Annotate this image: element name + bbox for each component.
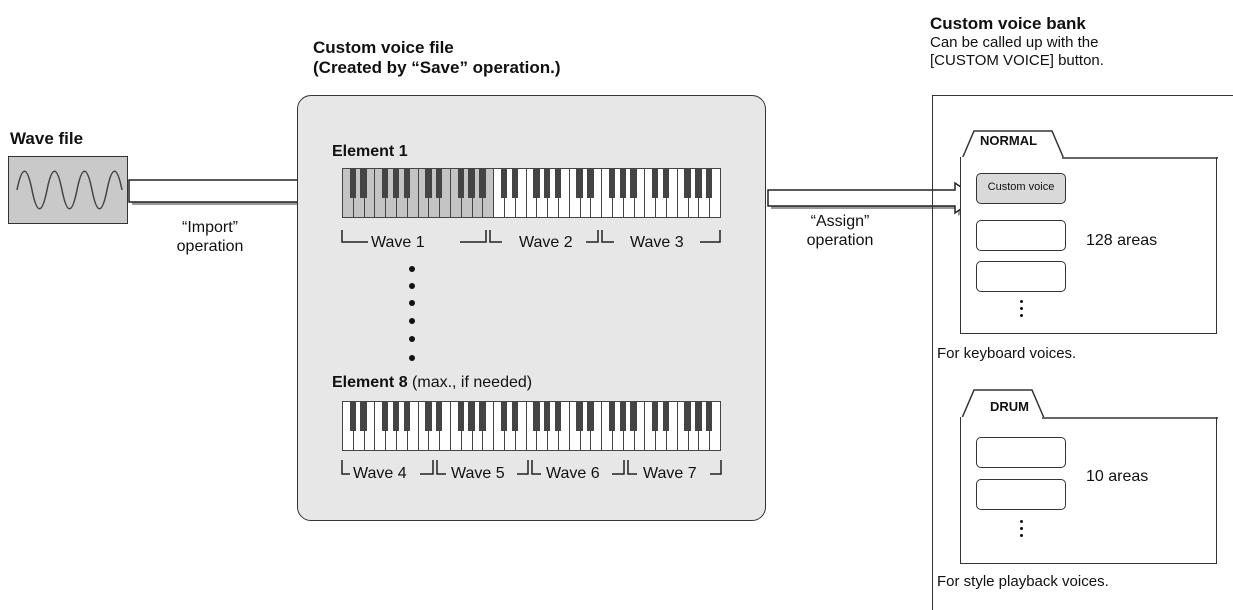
element-8-label: Element 8 (max., if needed) bbox=[332, 374, 533, 391]
black-key bbox=[435, 168, 443, 198]
element-1-keyboard bbox=[342, 168, 721, 218]
black-key bbox=[662, 401, 670, 431]
normal-area-slot[interactable] bbox=[976, 261, 1066, 292]
drum-area-slot[interactable] bbox=[976, 479, 1066, 510]
wave-2-label: Wave 2 bbox=[519, 234, 573, 251]
import-operation-label: “Import” operation bbox=[176, 219, 244, 255]
normal-folder-tab bbox=[961, 130, 1065, 160]
wave-3-label: Wave 3 bbox=[630, 234, 684, 251]
drum-caption: For style playback voices. bbox=[937, 573, 1109, 590]
black-key bbox=[349, 168, 357, 198]
black-key bbox=[500, 401, 508, 431]
black-key bbox=[403, 401, 411, 431]
normal-areas-label: 128 areas bbox=[1086, 232, 1158, 249]
black-key bbox=[651, 168, 659, 198]
black-key bbox=[533, 168, 540, 198]
element-8-keyboard bbox=[342, 401, 721, 451]
drum-areas-label: 10 areas bbox=[1086, 468, 1149, 485]
black-key bbox=[705, 168, 713, 198]
black-key bbox=[349, 401, 357, 431]
black-key bbox=[468, 401, 475, 431]
import-arrow bbox=[128, 170, 347, 213]
black-key bbox=[360, 168, 367, 198]
drum-more-dots bbox=[1020, 520, 1024, 541]
element-1-label: Element 1 bbox=[332, 143, 408, 160]
wave-6-label: Wave 6 bbox=[546, 465, 600, 482]
black-key bbox=[651, 401, 659, 431]
custom-voice-bank-frame bbox=[932, 95, 1233, 610]
drum-tab-label: DRUM bbox=[990, 399, 1029, 414]
black-key bbox=[543, 168, 551, 198]
black-key bbox=[533, 401, 540, 431]
wave-file-label: Wave file bbox=[10, 129, 84, 148]
wave-file-icon bbox=[8, 156, 128, 224]
black-key bbox=[403, 168, 411, 198]
assign-arrow bbox=[767, 181, 980, 216]
bank-title: Custom voice bank bbox=[930, 14, 1086, 33]
voice-file-title: Custom voice file (Created by “Save” ope… bbox=[313, 38, 561, 77]
black-key bbox=[684, 401, 691, 431]
black-key bbox=[381, 168, 389, 198]
black-key bbox=[608, 168, 616, 198]
black-key bbox=[630, 168, 637, 198]
black-key bbox=[500, 168, 508, 198]
wave-4-label: Wave 4 bbox=[353, 465, 407, 482]
normal-tab-label: NORMAL bbox=[980, 133, 1038, 148]
black-key bbox=[576, 401, 583, 431]
element-8-wave-brackets bbox=[341, 460, 722, 475]
black-key bbox=[511, 168, 519, 198]
black-key bbox=[435, 401, 443, 431]
black-key bbox=[511, 401, 519, 431]
black-key bbox=[543, 401, 551, 431]
black-key bbox=[468, 168, 475, 198]
bank-subtitle: Can be called up with the [CUSTOM VOICE]… bbox=[930, 34, 1104, 69]
wave-7-label: Wave 7 bbox=[643, 465, 697, 482]
normal-caption: For keyboard voices. bbox=[937, 345, 1077, 362]
black-key bbox=[360, 401, 367, 431]
black-key bbox=[587, 168, 594, 198]
custom-voice-slot[interactable]: Custom voice bbox=[976, 173, 1066, 204]
drum-folder-top-edge bbox=[1042, 417, 1218, 419]
black-key bbox=[608, 401, 616, 431]
black-key bbox=[479, 401, 486, 431]
drum-folder-tab bbox=[961, 389, 1045, 419]
black-key bbox=[457, 168, 465, 198]
black-key bbox=[392, 168, 400, 198]
black-key bbox=[587, 401, 594, 431]
black-key bbox=[554, 401, 562, 431]
normal-folder-top-edge bbox=[1062, 157, 1218, 159]
black-key bbox=[630, 401, 637, 431]
wave-5-label: Wave 5 bbox=[451, 465, 505, 482]
wave-1-label: Wave 1 bbox=[371, 234, 425, 251]
black-key bbox=[425, 401, 432, 431]
black-key bbox=[576, 168, 583, 198]
black-key bbox=[684, 168, 691, 198]
black-key bbox=[554, 168, 562, 198]
black-key bbox=[457, 401, 465, 431]
black-key bbox=[479, 168, 486, 198]
black-key bbox=[619, 168, 627, 198]
black-key bbox=[705, 401, 713, 431]
black-key bbox=[619, 401, 627, 431]
black-key bbox=[381, 401, 389, 431]
drum-area-slot[interactable] bbox=[976, 437, 1066, 468]
black-key bbox=[392, 401, 400, 431]
black-key bbox=[425, 168, 432, 198]
element-1-wave-brackets bbox=[341, 230, 721, 243]
normal-more-dots bbox=[1020, 300, 1024, 321]
black-key bbox=[662, 168, 670, 198]
black-key bbox=[695, 168, 702, 198]
black-key bbox=[695, 401, 702, 431]
normal-area-slot[interactable] bbox=[976, 220, 1066, 251]
assign-operation-label: “Assign” operation bbox=[806, 213, 874, 249]
